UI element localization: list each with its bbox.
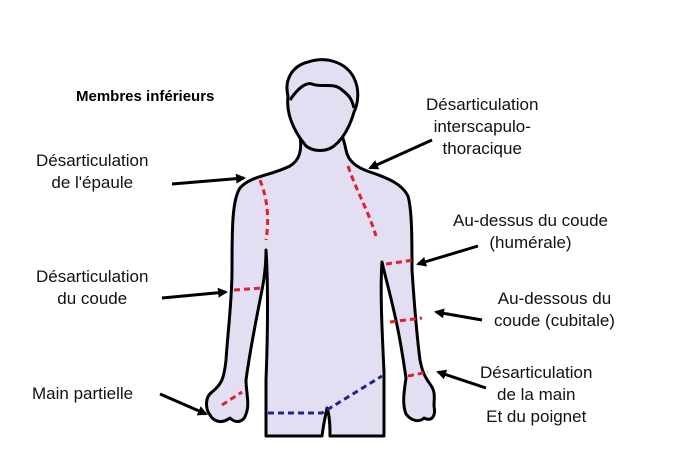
arrow-above-elbow bbox=[416, 244, 479, 267]
label-line: de l'épaule bbox=[51, 173, 134, 192]
label-line: du coude bbox=[57, 289, 128, 308]
label-shoulder-disarticulation: Désarticulation de l'épaule bbox=[36, 150, 148, 194]
label-line: Et du poignet bbox=[486, 407, 587, 426]
label-line: coude (cubitale) bbox=[494, 311, 615, 330]
body-silhouette bbox=[205, 58, 436, 438]
label-line: (humérale) bbox=[489, 233, 572, 252]
arrow-shoulder bbox=[171, 173, 246, 186]
label-wrist-disarticulation: Désarticulation de la main Et du poignet bbox=[480, 362, 592, 428]
arrow-interscapulo bbox=[368, 138, 433, 170]
label-line: Au-dessous du bbox=[497, 289, 612, 308]
label-partial-hand: Main partielle bbox=[32, 383, 133, 405]
hair-line bbox=[288, 82, 356, 109]
label-below-elbow: Au-dessous du coude (cubitale) bbox=[494, 288, 615, 332]
label-line: Désarticulation bbox=[426, 95, 539, 114]
label-line: Main partielle bbox=[32, 384, 134, 403]
diagram-title: Membres inférieurs bbox=[76, 88, 215, 105]
arrow-elbow bbox=[161, 287, 228, 300]
label-line: Désarticulation bbox=[480, 363, 593, 382]
label-line: Au-dessus du coude bbox=[453, 211, 608, 230]
arrow-partial-hand bbox=[159, 392, 208, 416]
label-line: thoracique bbox=[442, 139, 522, 158]
label-line: Désarticulation bbox=[36, 267, 149, 286]
label-line: interscapulo- bbox=[433, 117, 531, 136]
label-line: Désarticulation bbox=[36, 151, 149, 170]
label-elbow-disarticulation: Désarticulation du coude bbox=[36, 266, 148, 310]
arrows bbox=[159, 138, 487, 416]
label-line: de la main bbox=[497, 385, 576, 404]
label-interscapulothoracic: Désarticulation interscapulo- thoracique bbox=[426, 94, 538, 160]
label-above-elbow: Au-dessus du coude (humérale) bbox=[453, 210, 608, 254]
arrow-wrist bbox=[436, 369, 487, 390]
upper-limb-cut-lines bbox=[221, 165, 429, 407]
arrow-below-elbow bbox=[434, 308, 483, 322]
lower-limb-cut-line bbox=[268, 374, 383, 415]
